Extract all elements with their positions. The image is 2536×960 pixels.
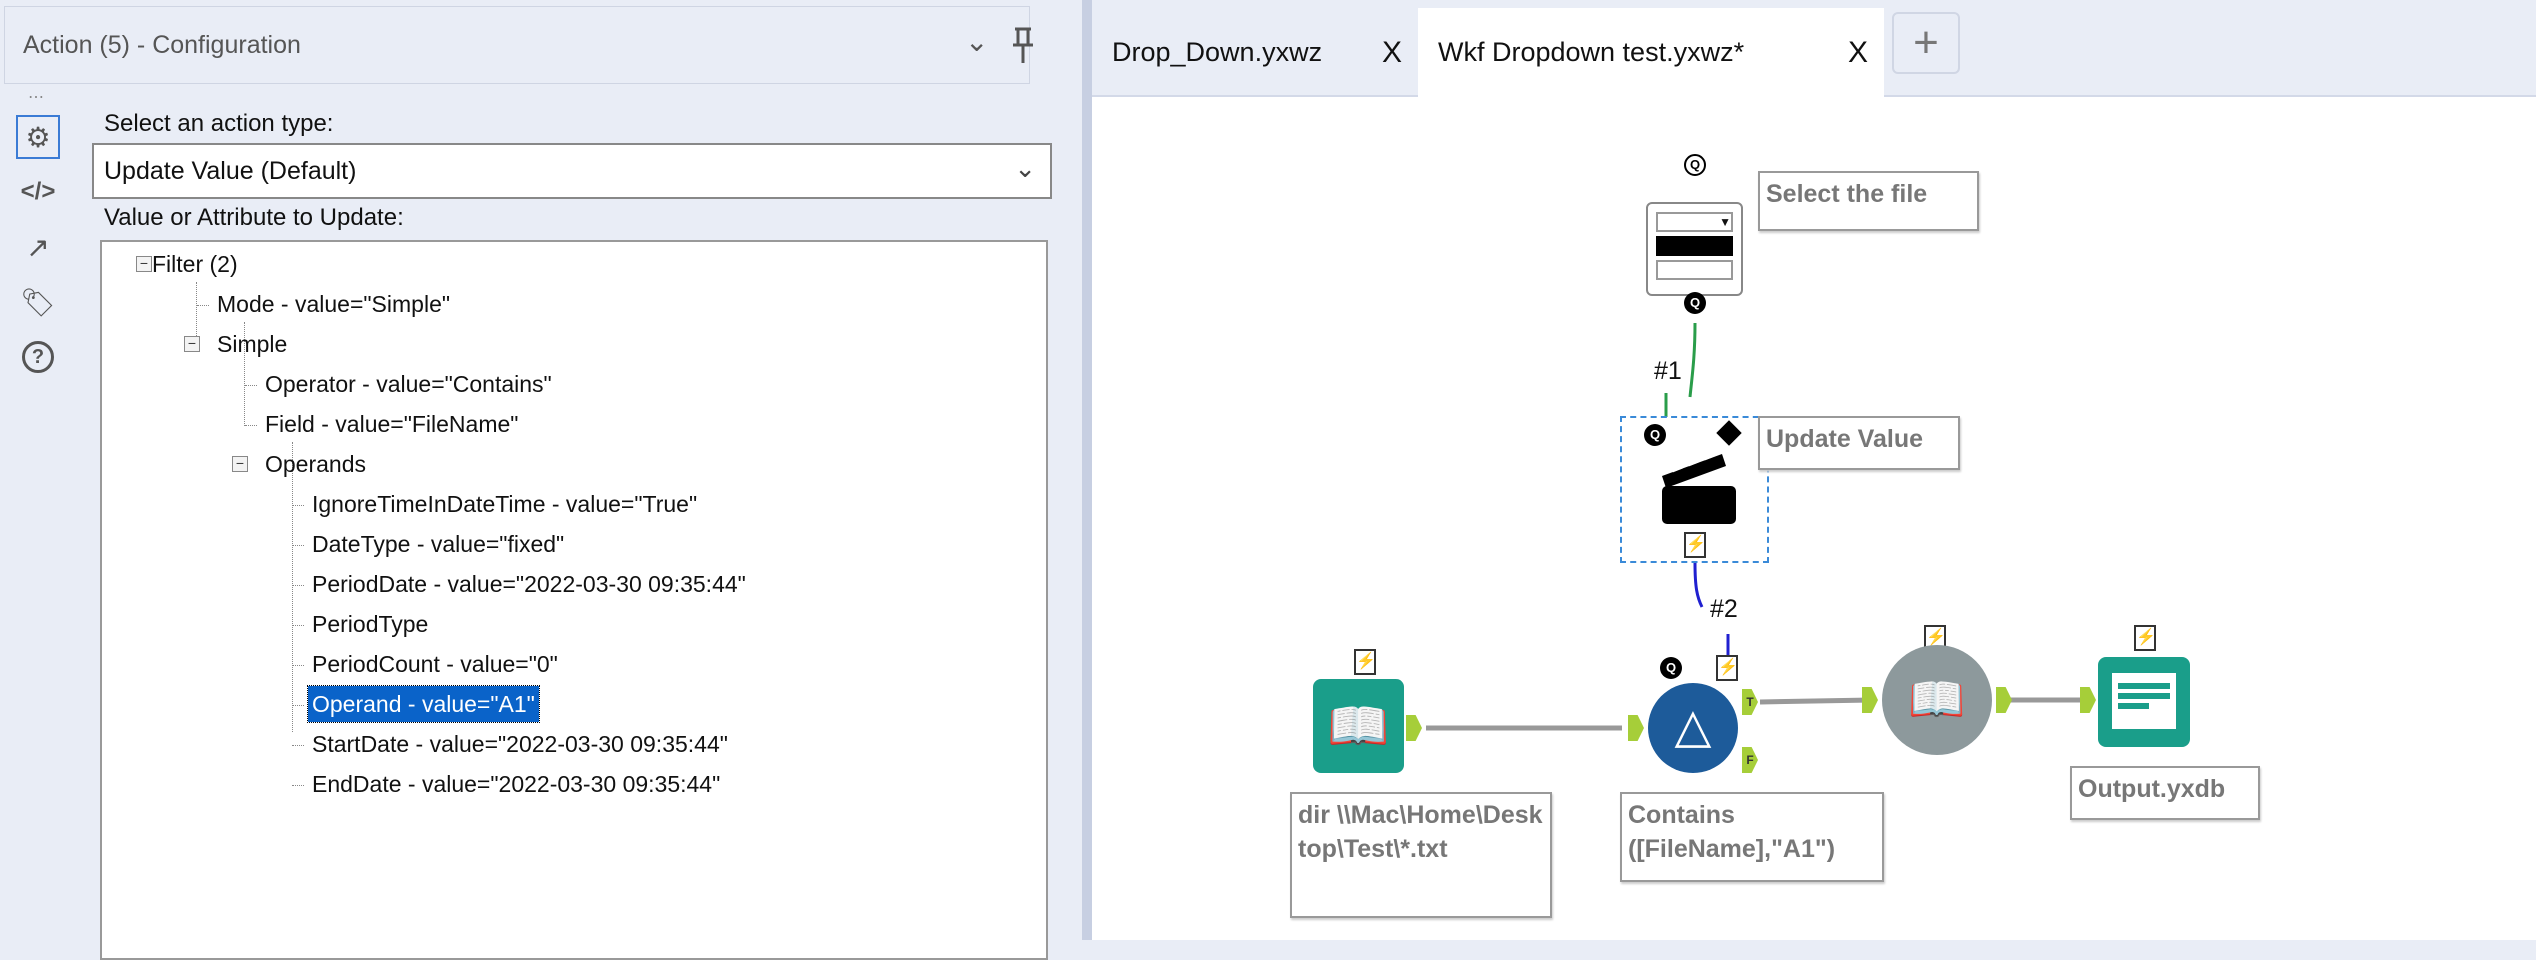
panel-rail: ⋯ ⚙ </> ↗ 🏷 ? (8, 89, 68, 940)
input-anchor[interactable] (1628, 715, 1644, 741)
connection-1 (1688, 322, 1697, 398)
tab-bar: Drop_Down.yxwz X Wkf Dropdown test.yxwz*… (1092, 0, 2536, 99)
tree-item[interactable]: DateType - value="fixed" (312, 531, 565, 557)
bolt-anchor[interactable]: ⚡ (1354, 649, 1376, 675)
configuration-panel: Action (5) - Configuration ⌄ ⋯ ⚙ </> ↗ 🏷… (0, 0, 1082, 960)
chevron-down-icon[interactable]: ⌄ (965, 26, 989, 57)
tree-item[interactable]: PeriodType (312, 611, 429, 637)
input-anchor[interactable] (2080, 687, 2096, 713)
bolt-anchor[interactable]: ⚡ (1924, 625, 1946, 651)
tree-item[interactable]: StartDate - value="2022-03-30 09:35:44" (312, 731, 728, 757)
tree-item[interactable]: Operands (265, 451, 367, 477)
tree-item[interactable]: Simple (217, 331, 288, 357)
new-tab-button[interactable]: + (1892, 12, 1960, 74)
bolt-anchor[interactable]: ⚡ (2134, 625, 2156, 651)
input-annotation: dir \\Mac\Home\Desktop\Test\*.txt (1290, 792, 1552, 918)
tree-item[interactable]: Filter (2) (152, 251, 238, 277)
tree-label: Value or Attribute to Update: (104, 204, 404, 231)
collapse-toggle[interactable]: − (232, 456, 248, 472)
tree-item[interactable]: IgnoreTimeInDateTime - value="True" (312, 491, 698, 517)
tree-item[interactable]: Mode - value="Simple" (217, 291, 451, 317)
tag-icon[interactable]: 🏷 (20, 286, 56, 318)
panel-header: Action (5) - Configuration ⌄ (4, 6, 1033, 84)
bolt-anchor[interactable]: ⚡ (1684, 532, 1706, 558)
gear-tool[interactable]: 📖 (1882, 645, 1992, 755)
bolt-anchor[interactable]: ⚡ (1716, 655, 1738, 681)
action-annotation: Update Value (1758, 416, 1960, 470)
help-icon[interactable]: ? (16, 335, 60, 379)
output-anchor[interactable] (1406, 715, 1422, 741)
connection-filter-gear (1759, 697, 1873, 705)
tree-item[interactable]: PeriodDate - value="2022-03-30 09:35:44" (312, 571, 746, 597)
tree-item[interactable]: EndDate - value="2022-03-30 09:35:44" (312, 771, 721, 797)
tab-wkf-dropdown-test[interactable]: Wkf Dropdown test.yxwz* X (1418, 8, 1884, 99)
input-anchor[interactable] (1862, 687, 1878, 713)
connection-icon[interactable]: ↗ (26, 231, 50, 263)
close-icon[interactable]: X (1382, 36, 1403, 69)
close-icon[interactable]: X (1848, 36, 1869, 69)
chevron-down-icon: ⌄ (1014, 153, 1036, 183)
true-anchor[interactable]: T (1742, 689, 1758, 715)
filter-annotation: Contains ([FileName],"A1") (1620, 792, 1884, 882)
tree-item-selected[interactable]: Operand - value="A1" (307, 685, 540, 723)
false-anchor[interactable]: F (1742, 747, 1758, 773)
collapse-toggle[interactable]: − (184, 336, 200, 352)
tree-item[interactable]: PeriodCount - value="0" (312, 651, 558, 677)
question-anchor[interactable]: Q (1660, 657, 1682, 679)
tab-label: Drop_Down.yxwz (1112, 37, 1323, 67)
connection-label-1: #1 (1654, 357, 1682, 385)
output-anchor[interactable] (1996, 687, 2012, 713)
action-tool[interactable]: Q ⚡ (1620, 416, 1769, 563)
dropdown-tool[interactable]: ▼ (1646, 202, 1743, 296)
more-icon: ⋯ (28, 89, 44, 106)
output-tool[interactable] (2098, 657, 2190, 747)
dropdown-annotation: Select the file (1758, 171, 1979, 231)
tab-drop-down[interactable]: Drop_Down.yxwz X (1092, 8, 1418, 97)
workflow-canvas[interactable]: Q ▼ Q Select the file #1 Q ⚡ Update Valu… (1092, 97, 2536, 940)
tab-label: Wkf Dropdown test.yxwz* (1438, 37, 1745, 67)
question-anchor-top[interactable]: Q (1684, 154, 1706, 176)
code-icon[interactable]: </> (20, 178, 56, 205)
tree-item[interactable]: Operator - value="Contains" (265, 371, 552, 397)
question-anchor[interactable]: Q (1644, 424, 1666, 446)
connection-2 (1693, 562, 1704, 608)
action-type-value: Update Value (Default) (104, 157, 357, 185)
pin-icon[interactable] (1010, 25, 1036, 67)
clapperboard-icon (1662, 451, 1736, 524)
panel-splitter[interactable] (1082, 0, 1092, 940)
diamond-icon (1716, 420, 1742, 446)
gear-icon[interactable]: ⚙ (16, 115, 60, 159)
filter-tool[interactable]: △ (1648, 683, 1738, 773)
connections (1426, 322, 2082, 731)
tree-item[interactable]: Field - value="FileName" (265, 411, 519, 437)
connection-label-2: #2 (1710, 595, 1738, 623)
question-anchor-bottom[interactable]: Q (1684, 292, 1706, 314)
action-type-label: Select an action type: (104, 110, 334, 137)
action-type-select[interactable]: Update Value (Default) ⌄ (92, 143, 1052, 199)
output-annotation: Output.yxdb (2070, 766, 2260, 820)
directory-input-tool[interactable]: 📖 (1313, 679, 1404, 773)
collapse-toggle[interactable]: − (136, 256, 152, 272)
panel-title: Action (5) - Configuration (23, 31, 301, 59)
